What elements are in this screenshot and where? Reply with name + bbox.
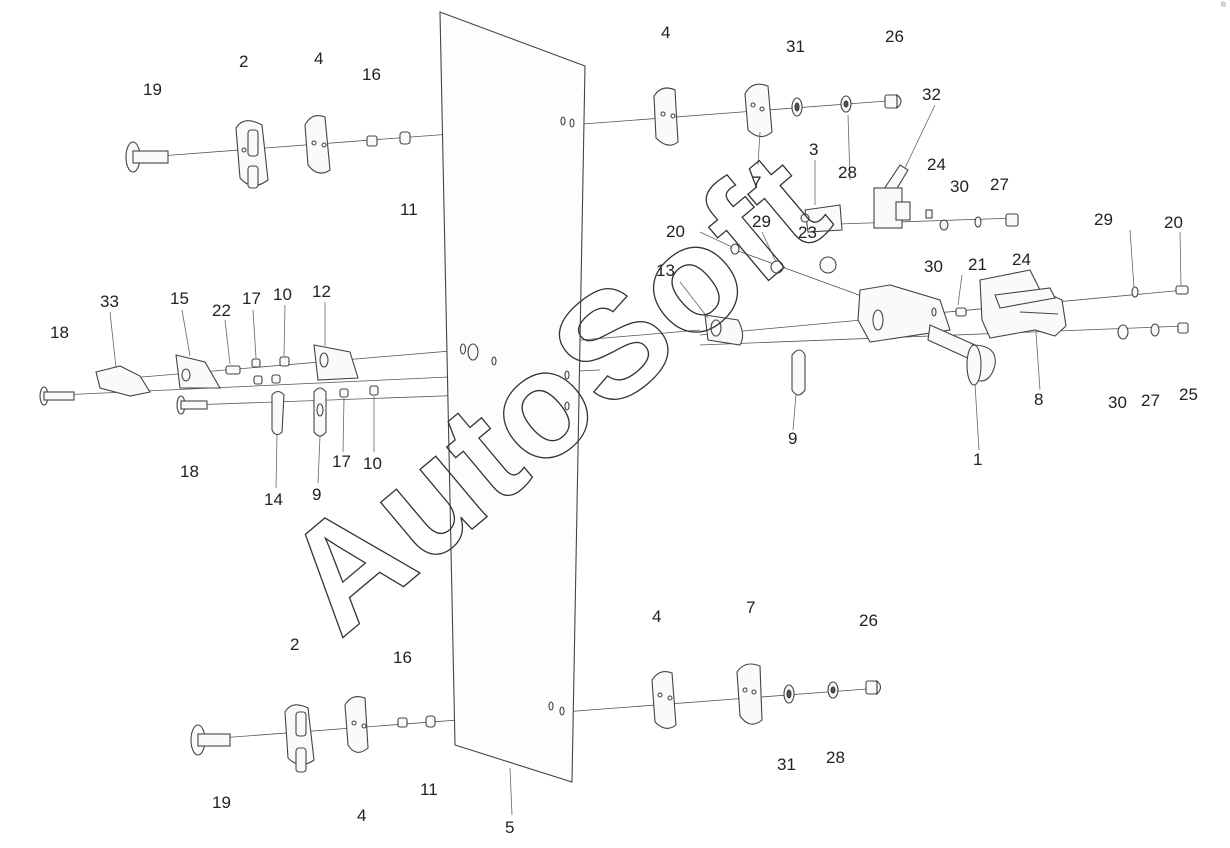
label-13: 13	[656, 261, 675, 280]
label-15: 15	[170, 289, 189, 308]
label-24-lower: 24	[1012, 250, 1031, 269]
label-26-top: 26	[885, 27, 904, 46]
plate-15	[175, 354, 221, 389]
bracket-3	[800, 204, 843, 233]
label-26-bottom: 26	[859, 611, 878, 630]
gasket-4-top-left	[304, 115, 331, 174]
plate-12	[313, 344, 359, 381]
label-20-right: 20	[1164, 213, 1183, 232]
label-14: 14	[264, 490, 283, 509]
label-11-top: 11	[400, 200, 418, 219]
label-30-right: 30	[1108, 393, 1127, 412]
label-4-top-right: 4	[661, 23, 670, 42]
hinge-plate-2-top	[235, 120, 269, 189]
label-33: 33	[100, 292, 119, 311]
label-21: 21	[968, 255, 987, 274]
label-9-left: 9	[312, 485, 321, 504]
label-17-upper: 17	[242, 289, 261, 308]
label-27-upper: 27	[990, 175, 1009, 194]
label-28-bottom: 28	[826, 748, 845, 767]
label-24-upper: 24	[927, 155, 946, 174]
label-29-left: 29	[752, 212, 771, 231]
label-29-right: 29	[1094, 210, 1113, 229]
handle-33	[95, 365, 151, 397]
label-19-bottom: 19	[212, 793, 231, 812]
label-18-lower: 18	[180, 462, 199, 481]
label-2-bottom: 2	[290, 635, 299, 654]
spacers-17-10-upper	[251, 356, 290, 385]
label-10-lower: 10	[363, 454, 382, 473]
label-23: 23	[798, 223, 817, 242]
nut-11-top	[399, 131, 411, 145]
glass-panel	[439, 11, 586, 783]
label-16-top: 16	[362, 65, 381, 84]
label-18-upper: 18	[50, 323, 69, 342]
label-25: 25	[1179, 385, 1198, 404]
label-16-bottom: 16	[393, 648, 412, 667]
spacers-17-10-lower	[339, 385, 379, 398]
label-1: 1	[973, 450, 982, 469]
label-32: 32	[922, 85, 941, 104]
label-8: 8	[1034, 390, 1043, 409]
label-20-left: 20	[666, 222, 685, 241]
label-31-bottom: 31	[777, 755, 796, 774]
hinge-plate-2-bottom	[284, 704, 315, 773]
nut-28-bottom	[827, 681, 839, 699]
label-5: 5	[505, 818, 514, 837]
label-27-right: 27	[1141, 391, 1160, 410]
label-2-top: 2	[239, 52, 248, 71]
label-30-mid: 30	[924, 257, 943, 276]
gasket-4-top-right	[653, 87, 679, 146]
carriage-bolt-19-bottom	[190, 724, 231, 756]
panel-holes	[459, 116, 575, 716]
nut-11-bottom	[425, 715, 436, 728]
gasket-13	[704, 314, 744, 346]
label-3: 3	[809, 140, 818, 159]
bolt-18-upper	[39, 386, 75, 406]
label-28-top: 28	[838, 163, 857, 182]
washer-31-top	[791, 97, 803, 117]
label-7-top: 7	[752, 173, 761, 192]
gasket-4-bottom-left	[344, 696, 369, 753]
striker-8	[979, 269, 1067, 339]
label-9-right: 9	[788, 429, 797, 448]
gasket-4-bottom-right	[651, 671, 677, 729]
label-4-bottom-left: 4	[357, 806, 366, 825]
label-30-upper: 30	[950, 177, 969, 196]
carriage-bolt-19-top	[125, 141, 169, 173]
leader-lines	[109, 104, 1182, 816]
label-22: 22	[212, 301, 231, 320]
label-4-bottom-right: 4	[652, 607, 661, 626]
gasket-9-right	[791, 349, 806, 396]
small-parts-24-30-27	[925, 209, 1019, 231]
bolt-18-lower	[176, 395, 208, 415]
label-31-top: 31	[786, 37, 805, 56]
label-19-top: 19	[143, 80, 162, 99]
lock-body-1	[857, 284, 996, 386]
gasket-14	[271, 390, 285, 436]
label-12: 12	[312, 282, 331, 301]
screw-22	[225, 365, 241, 375]
washer-16-top	[366, 135, 378, 147]
cap-nut-26-bottom	[865, 679, 882, 696]
label-7-bottom: 7	[746, 598, 755, 617]
corner-mark: ®	[1220, 2, 1226, 9]
gasket-9-left	[313, 387, 327, 437]
nut-28-top	[840, 95, 852, 113]
washer-31-bottom	[783, 684, 795, 704]
label-10-upper: 10	[273, 285, 292, 304]
label-11-bottom: 11	[420, 780, 438, 799]
cover-7-top	[744, 83, 773, 138]
right-hardware-29-20-30-27-25	[931, 285, 1189, 340]
nuts-20-29-23	[730, 243, 837, 274]
washer-16-bottom	[397, 717, 408, 728]
label-4-top-left: 4	[314, 49, 323, 68]
latch-handle-32	[873, 164, 911, 229]
label-17-lower: 17	[332, 452, 351, 471]
cover-7-bottom	[736, 663, 763, 725]
part-labels: 19 2 4 16 11 4 7 31 26 28 32 3 24 30 27 …	[50, 23, 1198, 837]
cap-nut-26-top	[884, 93, 902, 110]
